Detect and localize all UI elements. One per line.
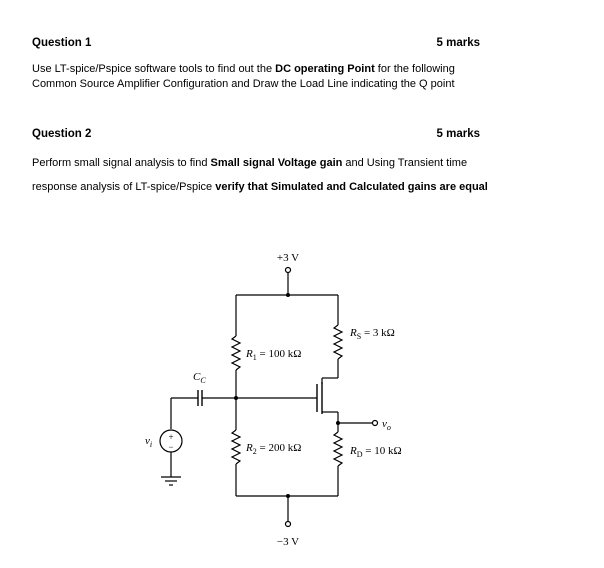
q2-bold-b: verify that Simulated and Calculated gai… xyxy=(215,181,488,193)
source-minus-sign: − xyxy=(168,442,173,452)
r2-label: R2 = 200 kΩ xyxy=(245,442,301,456)
vpos-label: +3 V xyxy=(277,252,299,264)
q2-text-b: and Using Transient time xyxy=(342,157,468,169)
question-2-header: Question 2 5 marks xyxy=(32,128,480,140)
source-plus-sign: + xyxy=(168,432,173,442)
r2-resistor xyxy=(230,429,242,465)
vpos-terminal xyxy=(284,266,292,274)
rs-label: RS = 3 kΩ xyxy=(349,327,395,341)
question-2-text: Perform small signal analysis to find Sm… xyxy=(32,151,552,199)
q1-text-a: Use LT-spice/Pspice software tools to fi… xyxy=(32,63,276,75)
rd-label: RD = 10 kΩ xyxy=(349,445,402,459)
q2-text-c: response analysis of LT-spice/Pspice xyxy=(32,181,216,193)
rd-resistor xyxy=(332,431,344,467)
q1-line-2: Common Source Amplifier Configuration an… xyxy=(32,78,455,90)
q2-text-a: Perform small signal analysis to find xyxy=(32,157,211,169)
vi-label: vi xyxy=(145,435,152,449)
q1-text-b: for the following xyxy=(374,63,455,75)
q2-bold-a: Small signal Voltage gain xyxy=(210,157,343,169)
r1-resistor xyxy=(230,335,242,371)
question-2-title: Question 2 xyxy=(32,128,92,140)
r1-label: R1 = 100 kΩ xyxy=(245,348,301,362)
vneg-label: −3 V xyxy=(277,536,299,548)
question-1-header: Question 1 5 marks xyxy=(32,37,480,49)
question-1-title: Question 1 xyxy=(32,37,92,49)
vo-label: vo xyxy=(382,418,391,432)
question-1-text: Use LT-spice/Pspice software tools to fi… xyxy=(32,62,552,92)
q1-bold-a: DC operating Point xyxy=(275,63,375,75)
output-terminal xyxy=(371,419,379,427)
rs-resistor xyxy=(332,324,344,360)
cc-label: CC xyxy=(193,371,206,385)
question-2-marks: 5 marks xyxy=(436,128,480,140)
question-1-marks: 5 marks xyxy=(436,37,480,49)
vneg-terminal xyxy=(284,520,292,528)
